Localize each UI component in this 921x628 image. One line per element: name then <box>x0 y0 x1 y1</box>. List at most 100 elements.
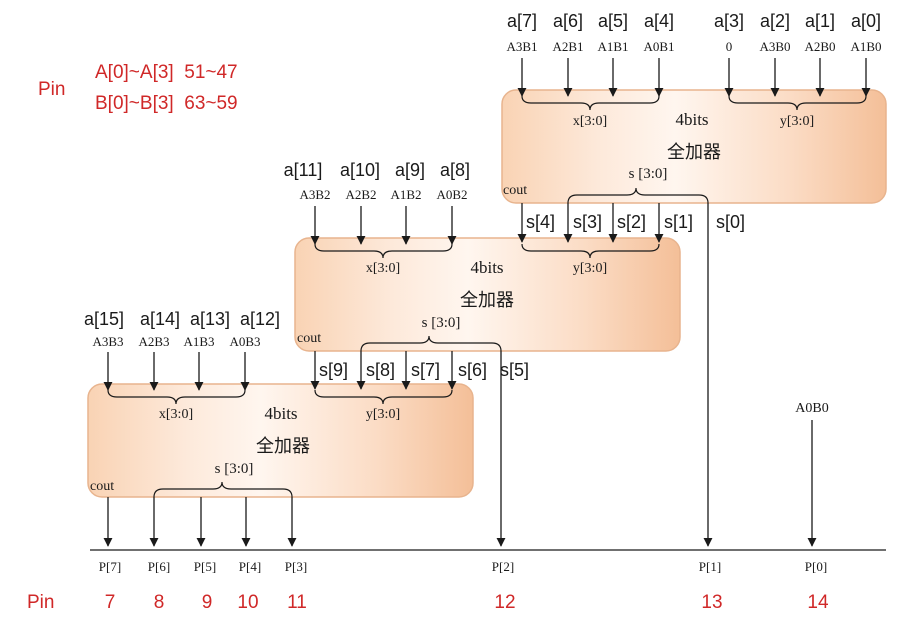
adder-top-x-brace <box>521 95 660 111</box>
adder-top-cout: cout <box>503 183 527 198</box>
adder-middle-input-p-labels: A3B2 A2B2 A1B2 A0B2 <box>299 187 467 202</box>
adder-bottom-output-arrows <box>103 497 297 547</box>
adder-middle-output-arrows <box>310 351 506 547</box>
output-p-labels: P[7] P[6] P[5] P[4] P[3] P[2] P[1] P[0] <box>99 559 827 574</box>
adder-bottom-title: 4bits <box>264 404 297 423</box>
input-A1B1: A1B1 <box>597 39 628 54</box>
sum-s5: s[5] <box>500 360 529 380</box>
pin-header-row-a: A[0]~A[3] 51~47 <box>95 62 238 83</box>
output-p0: P[0] <box>805 559 827 574</box>
pin-8: 8 <box>154 592 165 613</box>
sum-labels-mid: s[9] s[8] s[7] s[6] s[5] <box>319 360 529 380</box>
input-a12: a[12] <box>240 309 280 329</box>
adder-middle-y-label: y[3:0] <box>573 261 607 276</box>
input-a9: a[9] <box>395 160 425 180</box>
input-a7: a[7] <box>507 11 537 31</box>
input-a15: a[15] <box>84 309 124 329</box>
input-A1B0: A1B0 <box>850 39 881 54</box>
adder-top-output-arrows <box>517 203 713 547</box>
input-A0B1: A0B1 <box>643 39 674 54</box>
sum-s2: s[2] <box>617 212 646 232</box>
adder-middle-s-label: s [3:0] <box>422 315 461 331</box>
input-A1B2: A1B2 <box>390 187 421 202</box>
input-a6: a[6] <box>553 11 583 31</box>
adder-bottom-s-brace <box>153 481 293 498</box>
input-a5: a[5] <box>598 11 628 31</box>
sum-s4: s[4] <box>526 212 555 232</box>
input-A3B2: A3B2 <box>299 187 330 202</box>
sum-s1: s[1] <box>664 212 693 232</box>
adder-bottom-x-label: x[3:0] <box>159 407 193 422</box>
input-a11: a[11] <box>284 160 323 180</box>
adder-middle-box <box>294 237 681 352</box>
input-a3: a[3] <box>714 11 744 31</box>
input-a13: a[13] <box>190 309 230 329</box>
adder-top-box <box>501 89 887 204</box>
output-p6: P[6] <box>148 559 170 574</box>
pin-7: 7 <box>105 592 116 613</box>
sum-s9: s[9] <box>319 360 348 380</box>
pin-14: 14 <box>807 592 829 613</box>
adder-top-title: 4bits <box>675 110 708 129</box>
a0b0-label: A0B0 <box>795 401 828 416</box>
adder-middle-x-brace <box>314 243 453 259</box>
adder-middle-input-a-labels: a[11] a[10] a[9] a[8] <box>284 160 470 180</box>
adder-top-input-arrows <box>517 58 871 97</box>
input-A3B0: A3B0 <box>759 39 790 54</box>
adder-top-s-brace <box>567 187 709 204</box>
adder-top-y-brace <box>728 95 867 111</box>
input-a1: a[1] <box>805 11 835 31</box>
adder-top-input-p-labels: A3B1 A2B1 A1B1 A0B1 0 A3B0 A2B0 A1B0 <box>506 39 881 54</box>
adder-middle-x-label: x[3:0] <box>366 261 400 276</box>
adder-bottom-input-a-labels: a[15] a[14] a[13] a[12] <box>84 309 280 329</box>
adder-top-y-label: y[3:0] <box>780 114 814 129</box>
pin-12: 12 <box>494 592 515 613</box>
adder-top-input-a-labels: a[7] a[6] a[5] a[4] a[3] a[2] a[1] a[0] <box>507 11 881 31</box>
input-a0: a[0] <box>851 11 881 31</box>
adder-bottom-subtitle: 全加器 <box>256 436 310 456</box>
adder-middle-subtitle: 全加器 <box>460 290 514 310</box>
input-a14: a[14] <box>140 309 180 329</box>
pin-13: 13 <box>701 592 722 613</box>
adder-middle-s-brace <box>360 335 502 352</box>
output-p7: P[7] <box>99 559 121 574</box>
pin-footer-label: Pin <box>27 592 54 613</box>
input-A0B2: A0B2 <box>436 187 467 202</box>
pin-10: 10 <box>237 592 258 613</box>
sum-s3: s[3] <box>573 212 602 232</box>
adder-middle-title: 4bits <box>470 258 503 277</box>
input-A2B0: A2B0 <box>804 39 835 54</box>
adder-middle-input-arrows <box>310 206 457 245</box>
pin-header-row-b: B[0]~B[3] 63~59 <box>95 93 238 114</box>
output-p4: P[4] <box>239 559 261 574</box>
adder-top-x-label: x[3:0] <box>573 114 607 129</box>
adder-middle-cout: cout <box>297 331 321 346</box>
sum-labels-top: s[4] s[3] s[2] s[1] s[0] <box>526 212 745 232</box>
adder-middle-y-brace <box>521 243 660 259</box>
input-A2B2: A2B2 <box>345 187 376 202</box>
output-p3: P[3] <box>285 559 307 574</box>
input-A2B3: A2B3 <box>138 334 169 349</box>
adder-bottom-s-label: s [3:0] <box>215 461 254 477</box>
sum-s0: s[0] <box>716 212 745 232</box>
pin-header-label: Pin <box>38 79 65 100</box>
input-zero: 0 <box>726 39 733 54</box>
input-a4: a[4] <box>644 11 674 31</box>
input-A0B3: A0B3 <box>229 334 260 349</box>
adder-bottom-x-brace <box>107 389 246 405</box>
input-a2: a[2] <box>760 11 790 31</box>
input-a8: a[8] <box>440 160 470 180</box>
sum-s8: s[8] <box>366 360 395 380</box>
adder-bottom-cout: cout <box>90 479 114 494</box>
pin-11: 11 <box>287 592 307 613</box>
pin-9: 9 <box>202 592 213 613</box>
input-A2B1: A2B1 <box>552 39 583 54</box>
input-A1B3: A1B3 <box>183 334 214 349</box>
adder-bottom-box <box>87 383 474 498</box>
sum-s7: s[7] <box>411 360 440 380</box>
output-pin-numbers: 7 8 9 10 11 12 13 14 <box>105 592 829 613</box>
output-p2: P[2] <box>492 559 514 574</box>
adder-bottom-y-label: y[3:0] <box>366 407 400 422</box>
output-p5: P[5] <box>194 559 216 574</box>
